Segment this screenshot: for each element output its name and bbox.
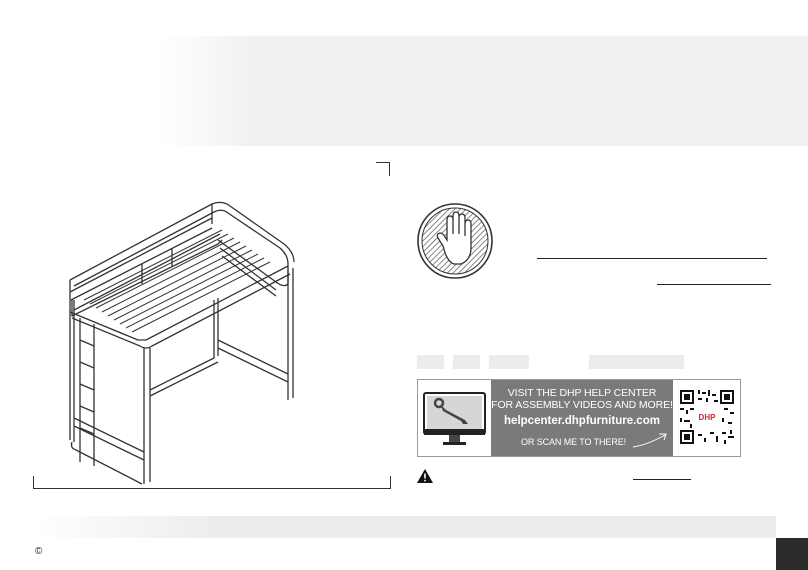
page-number-tab <box>776 538 808 570</box>
help-line-2: FOR ASSEMBLY VIDEOS AND MORE! <box>491 399 673 411</box>
help-text-panel: VISIT THE DHP HELP CENTER FOR ASSEMBLY V… <box>491 380 673 456</box>
monitor-wrench-icon <box>423 392 486 445</box>
redacted-chip-1 <box>417 355 444 369</box>
qr-logo-text: DHP <box>699 413 717 422</box>
scan-text: OR SCAN ME TO THERE! <box>521 437 627 447</box>
curved-arrow-icon <box>632 433 667 448</box>
width-dimension-bracket <box>33 476 391 489</box>
redacted-chip-2 <box>453 355 480 369</box>
text-underline-3 <box>633 479 691 480</box>
footer-band <box>33 516 776 538</box>
stop-hand-icon <box>417 203 493 279</box>
help-center-banner[interactable]: VISIT THE DHP HELP CENTER FOR ASSEMBLY V… <box>417 379 741 457</box>
redacted-chip-4 <box>589 355 684 369</box>
redacted-chip-3 <box>489 355 529 369</box>
crop-corner-mark <box>376 162 390 176</box>
header-band <box>160 36 808 146</box>
monitor-panel <box>418 380 491 456</box>
help-line-1: VISIT THE DHP HELP CENTER <box>507 387 657 399</box>
text-underline-2 <box>657 284 771 285</box>
warning-triangle-icon <box>417 469 433 483</box>
loft-bed-illustration <box>69 201 295 485</box>
help-center-link[interactable]: helpcenter.dhpfurniture.com <box>504 415 660 427</box>
copyright-symbol: © <box>35 546 43 557</box>
qr-code-icon[interactable]: DHP <box>680 390 734 444</box>
text-underline-1 <box>537 258 767 259</box>
